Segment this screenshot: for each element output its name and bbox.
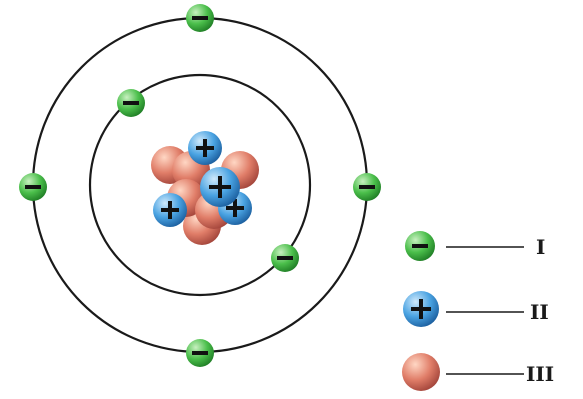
electron [271,244,299,272]
nucleus [151,131,259,245]
electron [186,339,214,367]
proton [403,291,439,327]
inner-orbit [88,73,312,297]
electron [19,173,47,201]
neutron [402,353,440,391]
legend-item-neutron: III [402,353,554,391]
legend-label: III [526,362,554,386]
legend-label: II [530,300,549,324]
legend-item-electron: I [405,231,545,261]
electron [405,231,435,261]
legend-label: I [536,235,545,259]
proton [200,167,240,207]
legend: I II III [402,231,554,391]
electron [186,4,214,32]
electron [117,89,145,117]
proton [153,193,187,227]
proton [188,131,222,165]
legend-item-proton: II [403,291,549,327]
electron [353,173,381,201]
